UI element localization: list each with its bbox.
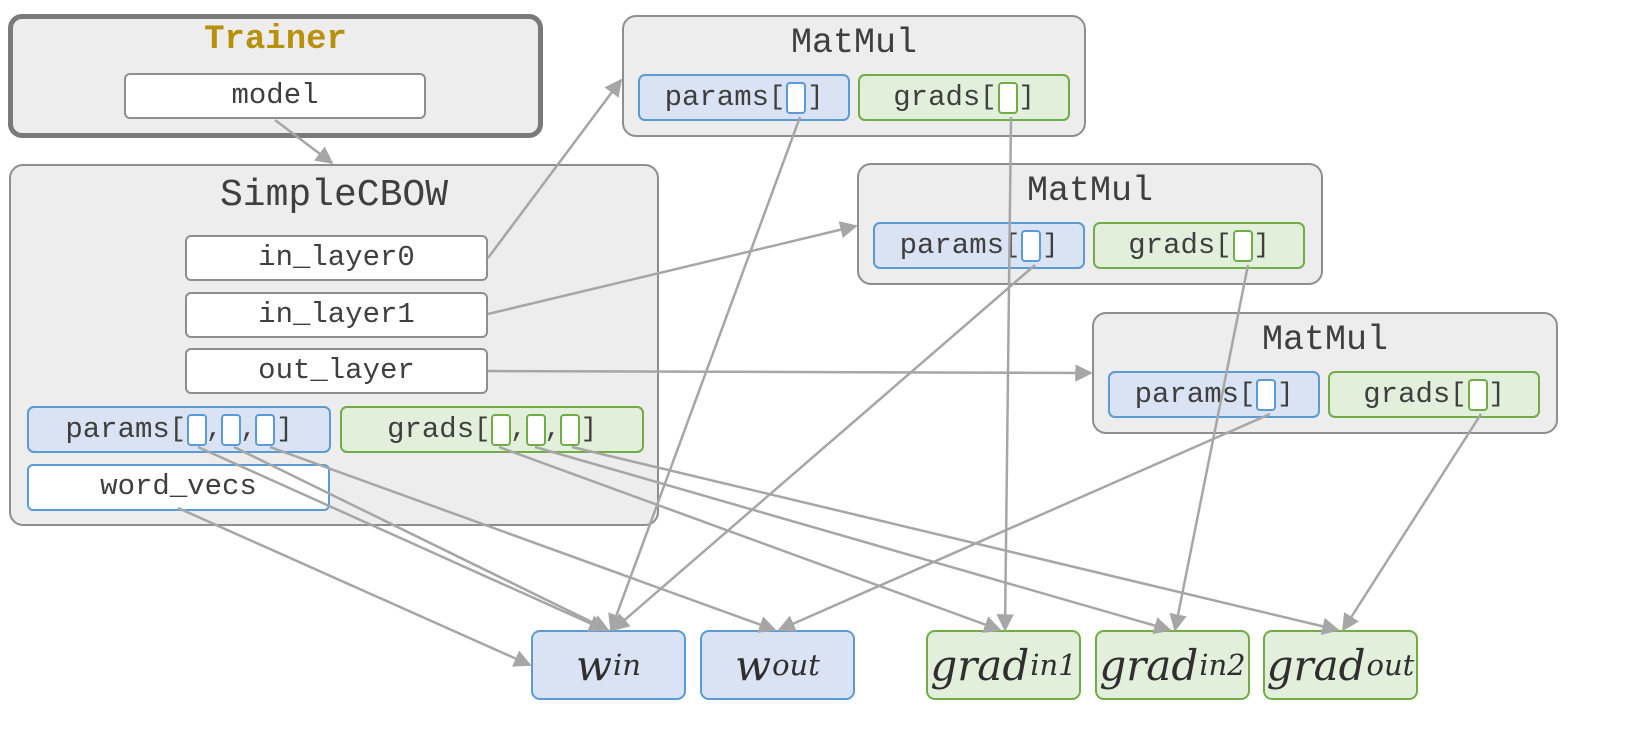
grad-slot [491, 413, 512, 446]
grad-slot [1467, 378, 1488, 411]
cbow-grads-list: grads[,,] [340, 406, 644, 453]
trainer-model-field: model [124, 73, 426, 119]
in-layer1-field: in_layer1 [185, 292, 488, 338]
variable-base: w [576, 640, 612, 690]
arrow-matmul3-params-to-w-out [777, 412, 1271, 632]
matmul-grads: grads[] [1093, 222, 1305, 269]
variable-base: grad [1266, 640, 1366, 690]
cbow-grads-label: grads [387, 413, 475, 446]
trainer-title: Trainer [204, 21, 347, 59]
arrow-matmul3-grads-to-grad-out [1341, 413, 1483, 632]
variable-sub: out [772, 648, 820, 682]
param-slot [255, 413, 276, 446]
arrow-cbow-grad2-to-grad-out [571, 445, 1340, 635]
matmul-box-3: MatMul params[] grads[] [1092, 312, 1558, 434]
param-slot [1256, 378, 1277, 411]
matmul-box-2: MatMul params[] grads[] [857, 163, 1323, 285]
cbow-params-label: params [65, 413, 170, 446]
matmul-grads-label: grads [1363, 378, 1451, 411]
matmul-title: MatMul [790, 23, 918, 63]
matmul-box-1: MatMul params[] grads[] [622, 15, 1086, 137]
grad-slot [1232, 229, 1253, 262]
grad-slot [525, 413, 546, 446]
variable-sub: in2 [1199, 648, 1246, 682]
param-slot [786, 81, 807, 114]
matmul-title: MatMul [1261, 320, 1389, 360]
arrow-word-vecs-to-w-in [177, 506, 532, 667]
matmul-grads-label: grads [1128, 229, 1216, 262]
param-slot [1021, 229, 1042, 262]
simplecbow-title: SimpleCBOW [219, 174, 449, 217]
matmul-params: params[] [638, 74, 850, 121]
param-slot [221, 413, 242, 446]
param-slot [187, 413, 207, 446]
arrow-matmul2-params-to-w-in [611, 264, 1036, 632]
variable-base: grad [1099, 640, 1199, 690]
grad-slot [997, 81, 1018, 114]
out-layer-field: out_layer [185, 348, 488, 394]
matmul-params-label: params [1134, 378, 1239, 411]
variable-base: grad [930, 640, 1030, 690]
word-vecs-field: word_vecs [27, 464, 330, 511]
variable-sub: in1 [1030, 648, 1077, 682]
matmul-title: MatMul [1026, 171, 1154, 211]
in-layer0-field: in_layer0 [185, 235, 488, 281]
simplecbow-box: SimpleCBOW in_layer0 in_layer1 out_layer… [9, 164, 659, 526]
matmul-grads-label: grads [893, 81, 981, 114]
matmul-params-label: params [899, 229, 1004, 262]
matmul-grads: grads[] [1328, 371, 1540, 418]
variable-base: w [735, 640, 772, 690]
matmul-grads: grads[] [858, 74, 1070, 121]
cbow-params-list: params[,,] [27, 406, 331, 453]
grad-slot [559, 413, 580, 446]
matmul-params: params[] [873, 222, 1085, 269]
matmul-params: params[] [1108, 371, 1320, 418]
trainer-box: Trainer model [8, 14, 543, 138]
variable-sub: out [1366, 648, 1415, 682]
variable-sub: in [613, 648, 641, 682]
matmul-params-label: params [664, 81, 769, 114]
